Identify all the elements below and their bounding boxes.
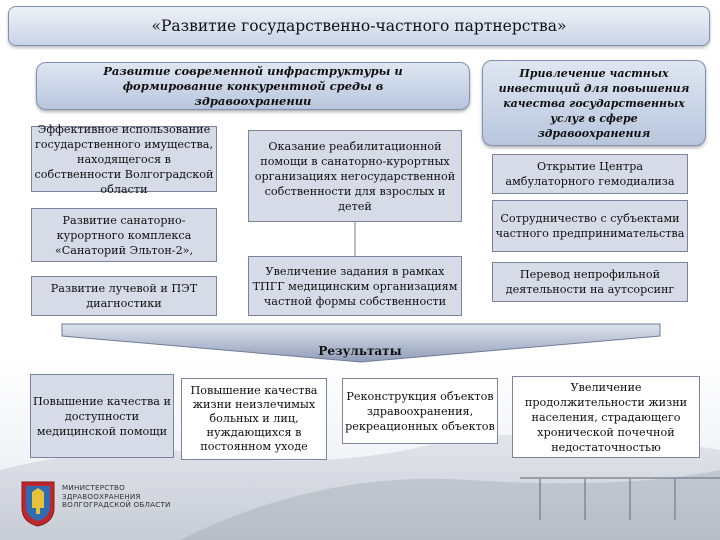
logo-line-2: ЗДРАВООХРАНЕНИЯ	[62, 491, 141, 501]
right-header-text: Привлечение частных инвестиций для повыш…	[498, 66, 690, 140]
page-title-text: «Развитие государственно-частного партне…	[151, 17, 567, 35]
logo-line-3: ВОЛГОГРАДСКОЙ ОБЛАСТИ	[62, 500, 171, 510]
left-item-3: Развитие лучевой и ПЭТ диагностики	[31, 276, 217, 316]
right-header: Привлечение частных инвестиций для повыш…	[482, 60, 706, 146]
result-item-2: Повышение качества жизни неизлечимых бол…	[181, 378, 327, 460]
page-title: «Развитие государственно-частного партне…	[8, 6, 710, 46]
result-item-4-text: Увеличение продолжительности жизни насел…	[524, 380, 688, 454]
left-item-2-text: Развитие санаторно-курортного комплекса …	[54, 213, 194, 257]
right-item-2: Сотрудничество с субъектами частного пре…	[492, 200, 688, 252]
middle-item-2: Увеличение задания в рамках ТПГГ медицин…	[248, 256, 462, 316]
right-item-3-text: Перевод непрофильной деятельности на аут…	[505, 268, 675, 296]
left-header: Развитие современной инфраструктуры и фо…	[36, 62, 470, 110]
left-item-3-text: Развитие лучевой и ПЭТ диагностики	[50, 282, 198, 310]
right-item-1: Открытие Центра амбулаторного гемодиализ…	[492, 154, 688, 194]
right-item-3: Перевод непрофильной деятельности на аут…	[492, 262, 688, 302]
middle-item-1: Оказание реабилитационной помощи в санат…	[248, 130, 462, 222]
middle-item-2-text: Увеличение задания в рамках ТПГГ медицин…	[252, 264, 458, 308]
middle-item-1-text: Оказание реабилитационной помощи в санат…	[254, 139, 456, 213]
left-item-1: Эффективное использование государственно…	[31, 123, 217, 196]
left-item-2: Развитие санаторно-курортного комплекса …	[31, 208, 217, 262]
result-item-1-text: Повышение качества и доступности медицин…	[33, 394, 171, 438]
logo-line-1: МИНИСТЕРСТВО	[62, 483, 126, 492]
result-item-3: Реконструкция объектов здравоохранения, …	[342, 378, 498, 444]
left-header-text: Развитие современной инфраструктуры и фо…	[103, 63, 403, 108]
ministry-logo-text: МИНИСТЕРСТВО ЗДРАВООХРАНЕНИЯ ВОЛГОГРАДСК…	[62, 483, 192, 510]
results-label: Результаты	[318, 344, 402, 358]
result-item-2-text: Повышение качества жизни неизлечимых бол…	[190, 384, 318, 453]
result-item-1: Повышение качества и доступности медицин…	[30, 374, 174, 458]
right-item-2-text: Сотрудничество с субъектами частного пре…	[495, 212, 685, 240]
results-chevron	[61, 323, 661, 363]
left-item-1-text: Эффективное использование государственно…	[34, 122, 214, 196]
result-item-4: Увеличение продолжительности жизни насел…	[512, 376, 700, 458]
right-item-1-text: Открытие Центра амбулаторного гемодиализ…	[505, 160, 675, 188]
result-item-3-text: Реконструкция объектов здравоохранения, …	[345, 389, 495, 433]
ministry-emblem-icon	[21, 481, 55, 527]
